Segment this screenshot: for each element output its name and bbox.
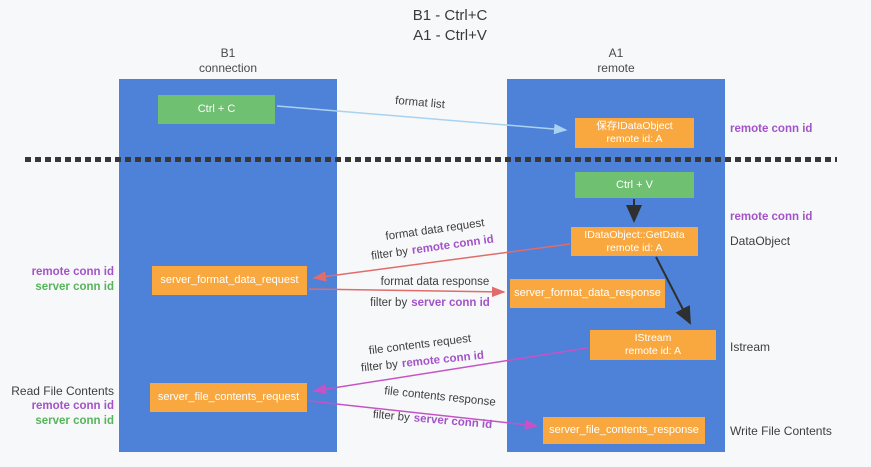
left-remote-conn-id-2: remote conn id [31,400,114,412]
lane-header-a1: A1 remote [507,46,725,76]
idataobject-getdata-box: IDataObject::GetData remote id: A [571,227,698,256]
left-server-conn-id-2: server conn id [35,415,114,427]
title-line-2: A1 - Ctrl+V [413,27,487,44]
file-contents-response-arrow [308,400,539,430]
server-file-contents-response-label: server_file_contents_response [549,424,699,436]
ctrl-c-label: Ctrl + C [197,103,236,115]
server-file-contents-response-box: server_file_contents_response [543,417,705,444]
title-line-1: B1 - Ctrl+C [412,7,488,24]
left-remote-conn-id-1: remote conn id [31,266,114,278]
ctrl-v-box: Ctrl + V [575,172,694,198]
server-format-data-request-label: server_format_data_request [160,274,299,286]
istream-line1: IStream [634,332,672,344]
save-idataobject-box: 保存IDataObject remote id: A [575,118,694,148]
right-remote-conn-id-2: remote conn id [730,211,813,223]
save-idataobject-line2: remote id: A [606,133,663,145]
istream-box: IStream remote id: A [590,330,716,360]
format-data-response-label: format data response [380,276,490,288]
getdata-line2: remote id: A [606,241,663,254]
server-format-data-request-box: server_format_data_request [152,266,307,295]
format-data-response-arrow [308,286,506,298]
dashed-separator-line [25,157,837,162]
diagram-title: B1 - Ctrl+C A1 - Ctrl+V [330,6,570,46]
lane-header-b1: B1 connection [119,46,337,76]
ctrl-c-box: Ctrl + C [158,95,275,124]
save-idataobject-line1: 保存IDataObject [596,120,673,132]
istream-line2: remote id: A [624,345,682,357]
server-format-data-response-box: server_format_data_response [510,279,665,308]
ctrl-v-label: Ctrl + V [616,178,653,191]
right-istream-label: Istream [730,340,771,354]
lane-a1-name: A1 [608,46,624,60]
server-file-contents-request-box: server_file_contents_request [150,383,307,412]
file-contents-request-arrow [312,347,588,395]
right-dataobject-label: DataObject [730,234,791,248]
lane-a1-subtitle: remote [597,61,635,75]
lane-b1-name: B1 [220,46,236,60]
server-file-contents-request-label: server_file_contents_request [157,391,300,403]
right-write-file-contents-label: Write File Contents [730,424,832,438]
left-read-file-contents-label: Read File Contents [11,384,114,398]
filter-key-server-conn-id: server conn id [411,297,490,309]
format-list-arrow [276,105,568,135]
left-server-conn-id-1: server conn id [35,281,114,293]
lane-b1-subtitle: connection [198,61,258,75]
server-format-data-response-label: server_format_data_response [514,287,661,299]
getdata-to-istream-arrow [655,256,691,325]
format-data-request-arrow [312,243,571,282]
getdata-line1: IDataObject::GetData [584,228,685,241]
filter-by-text: filter by [370,297,408,309]
right-remote-conn-id-1: remote conn id [730,123,813,135]
